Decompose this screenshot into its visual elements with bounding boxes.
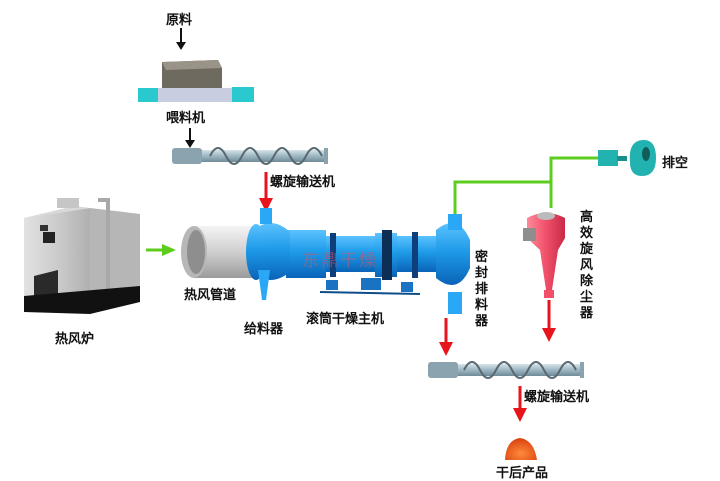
screw-to-feeder-arrow: [259, 172, 273, 212]
label-hot-air-duct: 热风管道: [184, 288, 237, 303]
label-drum-dryer: 滚筒干燥主机: [306, 312, 385, 327]
hot-air-arrow: [146, 244, 176, 256]
label-hot-air-furnace: 热风炉: [55, 332, 95, 347]
label-screw-conveyor-top: 螺旋输送机: [270, 175, 336, 190]
hot-air-duct: [181, 226, 256, 278]
label-cyclone: 高效旋风除尘器: [580, 210, 594, 321]
cyclone-to-screw-arrow: [542, 300, 556, 342]
label-screw-conveyor-bottom: 螺旋输送机: [524, 390, 590, 405]
raw-material-arrow: [176, 28, 186, 50]
hot-air-furnace: [24, 198, 140, 314]
exhaust-air-lines: [453, 156, 598, 214]
drum-dryer: [246, 208, 470, 314]
watermark: 东鼎干燥: [302, 251, 378, 271]
label-feed-device: 给料器: [244, 322, 284, 337]
feeder-machine: [138, 60, 254, 102]
label-feeder: 喂料机: [166, 111, 206, 126]
label-product: 干后产品: [496, 466, 549, 481]
label-raw-material: 原料: [166, 13, 193, 28]
exhaust-fan: [598, 140, 656, 176]
cyclone-separator: [523, 212, 565, 298]
discharger-to-screw-arrow: [439, 318, 453, 356]
screw-to-product-arrow: [513, 386, 527, 422]
top-screw-conveyor: [172, 147, 328, 165]
bottom-screw-conveyor: [428, 361, 584, 379]
label-exhaust: 排空: [662, 156, 689, 171]
label-sealed-discharger: 密封排料器: [475, 250, 489, 329]
product-pile: [505, 438, 537, 460]
feeder-to-screw-arrow: [185, 128, 195, 148]
